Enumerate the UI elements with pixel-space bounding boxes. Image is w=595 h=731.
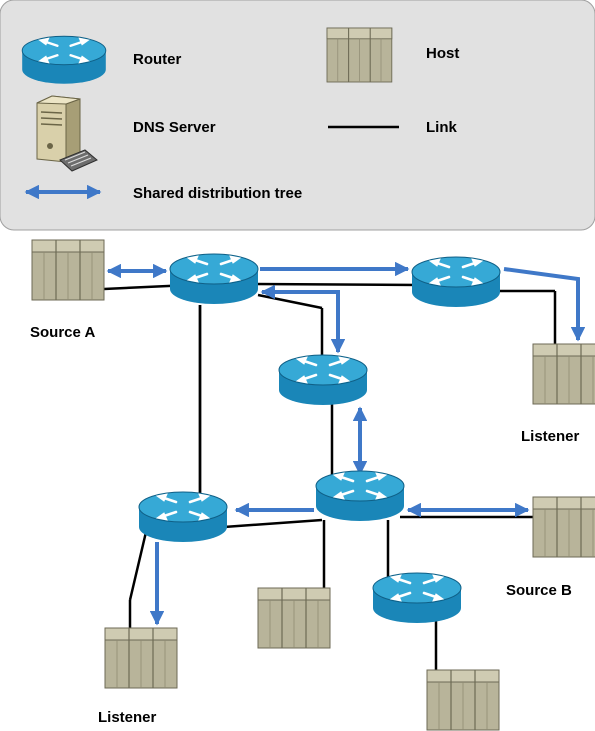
host-icon bbox=[257, 587, 331, 649]
host-icon bbox=[326, 27, 393, 83]
host-icon bbox=[532, 343, 595, 405]
host-icon bbox=[426, 669, 500, 731]
legend-host-label: Host bbox=[426, 45, 459, 62]
listener-right-label: Listener bbox=[521, 428, 580, 445]
source-a-label: Source A bbox=[30, 324, 95, 341]
host-icon bbox=[31, 239, 105, 301]
listener-bottom-label: Listener bbox=[98, 709, 157, 726]
legend-panel: Router Host DNS Server Link Shared distr… bbox=[0, 0, 595, 231]
host-icon bbox=[532, 496, 595, 558]
router-icon bbox=[314, 469, 406, 523]
legend-router-label: Router bbox=[133, 51, 181, 68]
router-icon bbox=[410, 255, 502, 309]
legend-dns-label: DNS Server bbox=[133, 119, 216, 136]
host-icon bbox=[104, 627, 178, 689]
router-icon bbox=[137, 490, 229, 544]
legend-link-label: Link bbox=[426, 119, 457, 136]
distribution-tree bbox=[106, 261, 586, 626]
dns-server-icon bbox=[36, 95, 98, 172]
router-icon bbox=[168, 252, 260, 306]
legend-tree-label: Shared distribution tree bbox=[133, 185, 302, 202]
router-icon bbox=[371, 571, 463, 625]
source-b-label: Source B bbox=[506, 582, 572, 599]
router-icon bbox=[20, 35, 108, 85]
router-icon bbox=[277, 353, 369, 407]
